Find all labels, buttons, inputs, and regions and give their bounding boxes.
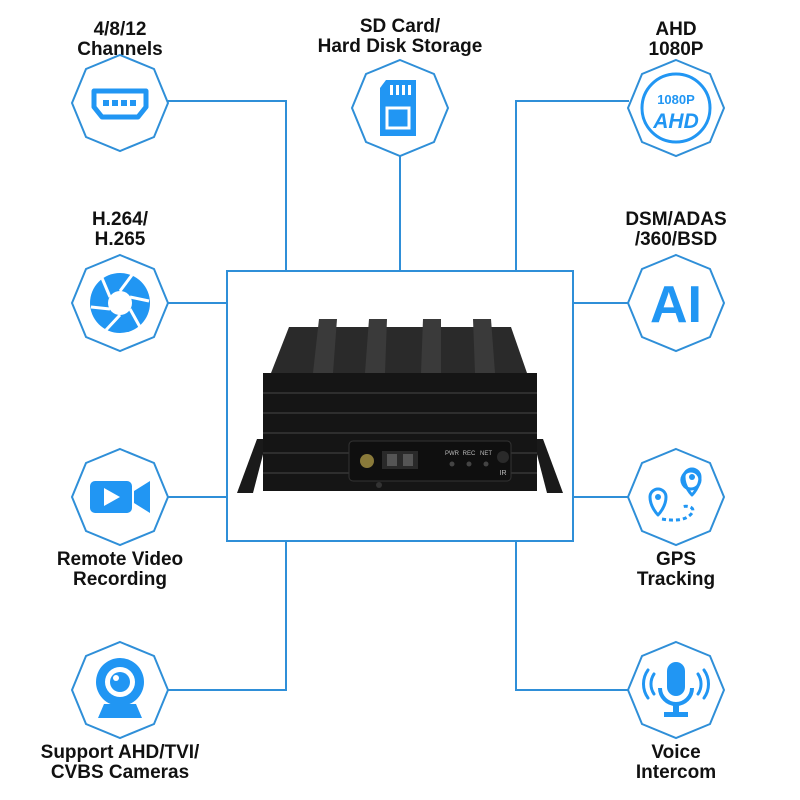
mobile-dvr-illustration: PWR REC NET IR <box>237 319 563 493</box>
sd-card-icon <box>350 58 450 158</box>
cameras-feature <box>70 640 170 740</box>
hdmi-port-icon <box>70 53 170 153</box>
storage-label: SD Card/ Hard Disk Storage <box>317 16 483 57</box>
webcam-icon <box>70 640 170 740</box>
storage-feature <box>350 58 450 158</box>
ai-label: DSM/ADAS /360/BSD <box>625 209 727 250</box>
svg-text:1080P: 1080P <box>657 92 695 107</box>
ahd-feature: 1080P AHD <box>626 58 726 158</box>
codec-label: H.264/ H.265 <box>92 209 148 250</box>
recording-label: Remote Video Recording <box>56 549 184 590</box>
svg-text:AI: AI <box>650 276 702 334</box>
led-label-rec: REC <box>463 451 476 457</box>
ahd-1080p-icon: 1080P AHD <box>626 58 726 158</box>
channels-label: 4/8/12 Channels <box>77 19 163 60</box>
aperture-icon <box>70 253 170 353</box>
led-label-pwr: PWR <box>445 451 460 457</box>
video-camera-icon <box>70 447 170 547</box>
gps-label: GPS Tracking <box>636 549 716 590</box>
gps-route-icon <box>626 447 726 547</box>
ahd-label: AHD 1080P <box>648 19 704 60</box>
cameras-label: Support AHD/TVI/ CVBS Cameras <box>40 742 200 783</box>
voice-label: Voice Intercom <box>635 742 717 783</box>
microphone-icon <box>626 640 726 740</box>
ir-label: IR <box>500 470 507 477</box>
gps-feature <box>626 447 726 547</box>
ai-icon: AI <box>626 253 726 353</box>
recording-feature <box>70 447 170 547</box>
ai-feature: AI <box>626 253 726 353</box>
dvr-device-image: PWR REC NET IR <box>227 271 573 541</box>
codec-feature <box>70 253 170 353</box>
voice-feature <box>626 640 726 740</box>
channels-feature <box>70 53 170 153</box>
svg-text:AHD: AHD <box>652 110 699 133</box>
led-label-net: NET <box>480 451 492 457</box>
